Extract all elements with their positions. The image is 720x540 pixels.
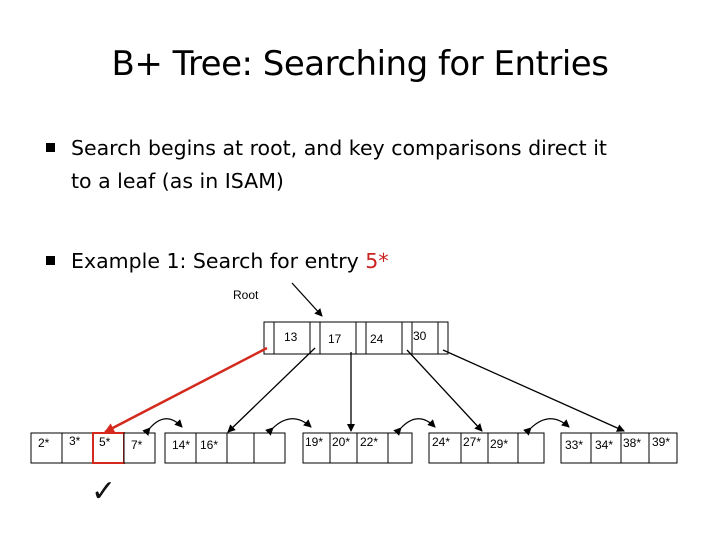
root-pointer-slot xyxy=(401,321,413,355)
check-mark-icon: ✓ xyxy=(91,474,116,509)
leaf-cell xyxy=(487,432,519,464)
leaf-4-entry-3: 29* xyxy=(490,437,508,451)
leaf-3-entry-1: 19* xyxy=(305,435,323,449)
leaf-2-entry-2: 16* xyxy=(200,438,218,452)
leaf-1-entry-4: 7* xyxy=(131,438,143,452)
pointer-to-leaf-2 xyxy=(227,347,316,433)
root-key-24: 24 xyxy=(370,332,384,346)
leaf-cell xyxy=(356,432,389,464)
leaf-3-entry-2: 20* xyxy=(332,435,350,449)
leaf-cell xyxy=(302,432,331,464)
bullet-example-text: Example 1: Search for entry 5* xyxy=(71,246,389,276)
example-label: Example 1: Search for entry xyxy=(71,249,366,273)
leaf-sibling-link xyxy=(393,418,436,436)
leaf-cell xyxy=(517,432,545,464)
root-pointer-slot xyxy=(437,321,449,355)
leaf-node-5: 33* 34* 38* 39* xyxy=(560,432,678,464)
pointer-to-leaf-4 xyxy=(406,349,483,432)
bullet-line-1: Search begins at root, and key compariso… xyxy=(71,136,607,160)
root-key-13: 13 xyxy=(284,330,298,344)
leaf-cell xyxy=(61,432,94,464)
pointer-to-leaf-5 xyxy=(442,349,625,432)
root-key-cell xyxy=(319,321,357,355)
leaf-node-3: 19* 20* 22* xyxy=(302,432,413,464)
root-key-cell xyxy=(273,321,311,355)
slide-title: B+ Tree: Searching for Entries xyxy=(111,44,609,84)
leaf-1-entry-1: 2* xyxy=(38,436,50,450)
leaf-node-2: 14* 16* xyxy=(164,432,286,464)
root-node: 13 17 24 30 xyxy=(263,321,449,355)
leaf-cell xyxy=(253,432,286,464)
bullet-square-icon xyxy=(46,143,55,152)
leaf-cell xyxy=(590,432,622,464)
leaf-cell xyxy=(648,432,678,464)
leaf-cell xyxy=(387,432,413,464)
leaf-2-entry-1: 14* xyxy=(172,438,190,452)
leaf-cell xyxy=(620,432,650,464)
leaf-cell xyxy=(226,432,255,464)
root-pointer-slot xyxy=(309,321,321,355)
leaf-4-entry-1: 24* xyxy=(432,435,450,449)
bullet-square-icon xyxy=(46,256,55,265)
bullet-search-description: Search begins at root, and key compariso… xyxy=(46,133,706,197)
leaf-cell xyxy=(428,432,462,464)
leaf-cell xyxy=(560,432,592,464)
root-key-30: 30 xyxy=(413,329,427,343)
leaf-sibling-link xyxy=(523,418,570,436)
leaf-sibling-link xyxy=(265,418,312,436)
leaf-3-entry-3: 22* xyxy=(360,435,378,449)
leaf-1-entry-2: 3* xyxy=(69,434,81,448)
root-key-17: 17 xyxy=(328,332,342,346)
root-pointer-slot xyxy=(355,321,367,355)
leaf-5-entry-4: 39* xyxy=(652,435,670,449)
leaf-cell xyxy=(123,432,156,464)
leaf-cell xyxy=(195,432,228,464)
bullet-example: Example 1: Search for entry 5* xyxy=(46,246,706,278)
root-label: Root xyxy=(233,288,259,302)
leaf-sibling-link xyxy=(142,418,183,436)
leaf-1-entry-3: 5* xyxy=(99,435,111,449)
leaf-5-entry-1: 33* xyxy=(565,438,583,452)
search-path-arrow xyxy=(104,346,268,434)
bullet-line-2: to a leaf (as in ISAM) xyxy=(71,169,284,193)
root-pointer-arrow xyxy=(291,282,323,317)
root-key-cell xyxy=(365,321,403,355)
leaf-node-1: 2* 3* 5* 7* xyxy=(30,432,156,464)
leaf-4-entry-2: 27* xyxy=(463,435,481,449)
leaf-5-entry-3: 38* xyxy=(623,436,641,450)
leaf-5-entry-2: 34* xyxy=(595,438,613,452)
example-entry-highlight: 5* xyxy=(365,249,389,273)
leaf-node-4: 24* 27* 29* xyxy=(428,432,545,464)
